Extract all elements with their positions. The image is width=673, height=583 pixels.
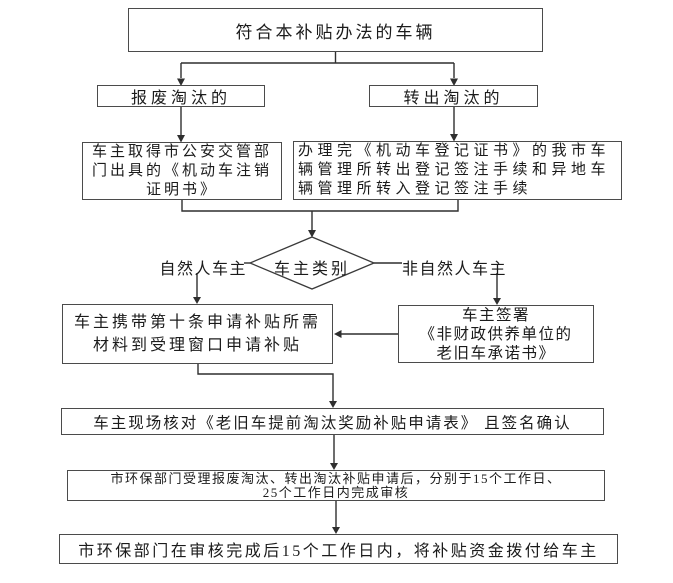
node-verify-label: 车主现场核对《老旧车提前淘汰奖励补贴申请表》 且签名确认	[93, 414, 572, 432]
decision-label: 车主类别	[273, 261, 350, 278]
node-pay: 市环保部门在审核完成后15个工作日内，将补贴资金拨付给车主	[59, 534, 618, 564]
arrowhead-to-scrap	[177, 78, 185, 86]
node-transfer-proc-line: 辆管理所转出登记签注手续和异地车	[298, 162, 611, 178]
arrowhead-to-transfer	[450, 78, 458, 86]
edge-start-split	[180, 52, 455, 78]
node-start-label: 符合本补贴办法的车辆	[235, 22, 436, 42]
node-review-line: 25个工作日内完成审核	[262, 484, 410, 500]
branch-label-natural-person: 自然人车主	[159, 261, 247, 278]
arrowhead-sign-to-apply	[334, 330, 342, 338]
arrowhead-to-review	[330, 463, 338, 470]
arrowhead-to-sign	[493, 298, 501, 305]
arrowhead-to-verify	[329, 401, 337, 408]
branch-label-non-natural-person: 非自然人车主	[402, 261, 508, 278]
node-transfer-proc: 办理完《机动车登记证书》的我市车 辆管理所转出登记签注手续和异地车 辆管理所转入…	[293, 141, 622, 200]
arrowhead-to-apply	[193, 297, 201, 304]
node-transfer-proc-line: 辆管理所转入登记签注手续	[298, 181, 533, 197]
edge-merge	[181, 200, 459, 212]
node-transfer-label: 转出淘汰的	[403, 90, 504, 107]
node-sign-line: 老旧车承诺书》	[436, 344, 556, 362]
decision-diamond-shape	[248, 236, 376, 290]
node-pay-label: 市环保部门在审核完成后15个工作日内，将补贴资金拨付给车主	[78, 543, 599, 560]
node-scrap-cert-line: 证明书》	[145, 181, 218, 198]
node-transfer: 转出淘汰的	[369, 85, 538, 107]
arrowhead-to-decision	[308, 230, 316, 238]
node-scrap-cert-line: 车主取得市公安交管部	[91, 143, 272, 160]
node-scrap-cert-line: 门出具的《机动车注销	[91, 162, 272, 179]
arrowhead-to-pay	[332, 527, 340, 534]
node-apply-line: 材料到受理窗口申请补贴	[92, 337, 302, 354]
node-verify: 车主现场核对《老旧车提前淘汰奖励补贴申请表》 且签名确认	[61, 408, 604, 435]
edge-apply-to-verify	[197, 364, 334, 401]
arrowhead-to-transfer-proc	[450, 134, 458, 142]
node-review-line: 市环保部门受理报废淘汰、转出淘汰补贴申请后，分别于15个工作日、	[110, 470, 562, 486]
node-scrap: 报废淘汰的	[97, 85, 265, 107]
node-sign: 车主签署 《非财政供养单位的 老旧车承诺书》	[398, 305, 594, 363]
node-scrap-cert: 车主取得市公安交管部 门出具的《机动车注销 证明书》	[82, 142, 282, 200]
arrowhead-to-scrap-cert	[177, 135, 185, 143]
node-apply: 车主携带第十条申请补贴所需 材料到受理窗口申请补贴	[62, 304, 333, 364]
node-start: 符合本补贴办法的车辆	[128, 8, 543, 52]
node-sign-line: 《非财政供养单位的	[419, 325, 573, 343]
node-sign-line: 车主签署	[461, 306, 530, 324]
node-apply-line: 车主携带第十条申请补贴所需	[73, 314, 321, 331]
node-review: 市环保部门受理报废淘汰、转出淘汰补贴申请后，分别于15个工作日、 25个工作日内…	[67, 470, 605, 501]
node-transfer-proc-line: 办理完《机动车登记证书》的我市车	[298, 143, 611, 159]
node-scrap-label: 报废淘汰的	[130, 90, 231, 107]
